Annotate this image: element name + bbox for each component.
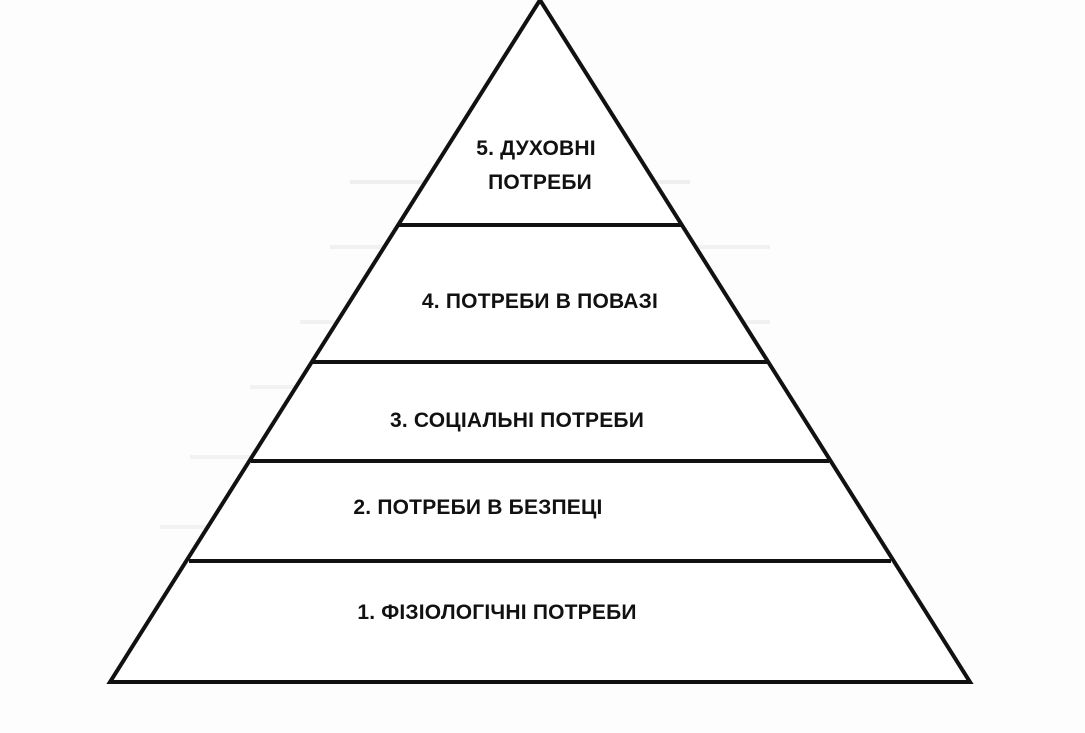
level-3-label: 3. СОЦІАЛЬНІ ПОТРЕБИ [390,409,644,432]
pyramid-level-1: 1. ФІЗІОЛОГІЧНІ ПОТРЕБИ [357,601,636,624]
level-5-label-line-2: ПОТРЕБИ [488,171,592,194]
pyramid-level-3: 3. СОЦІАЛЬНІ ПОТРЕБИ [390,409,644,432]
pyramid-outline [106,0,974,684]
level-5-label-line-1: 5. ДУХОВНІ [476,137,596,160]
level-4-label: 4. ПОТРЕБИ В ПОВАЗІ [422,290,658,313]
level-1-label: 1. ФІЗІОЛОГІЧНІ ПОТРЕБИ [357,601,636,624]
pyramid-level-4: 4. ПОТРЕБИ В ПОВАЗІ [422,290,658,313]
pyramid-level-2: 2. ПОТРЕБИ В БЕЗПЕЦІ [353,496,602,519]
pyramid-level-5: 5. ДУХОВНІ ПОТРЕБИ [476,137,596,194]
level-2-label: 2. ПОТРЕБИ В БЕЗПЕЦІ [353,496,602,519]
